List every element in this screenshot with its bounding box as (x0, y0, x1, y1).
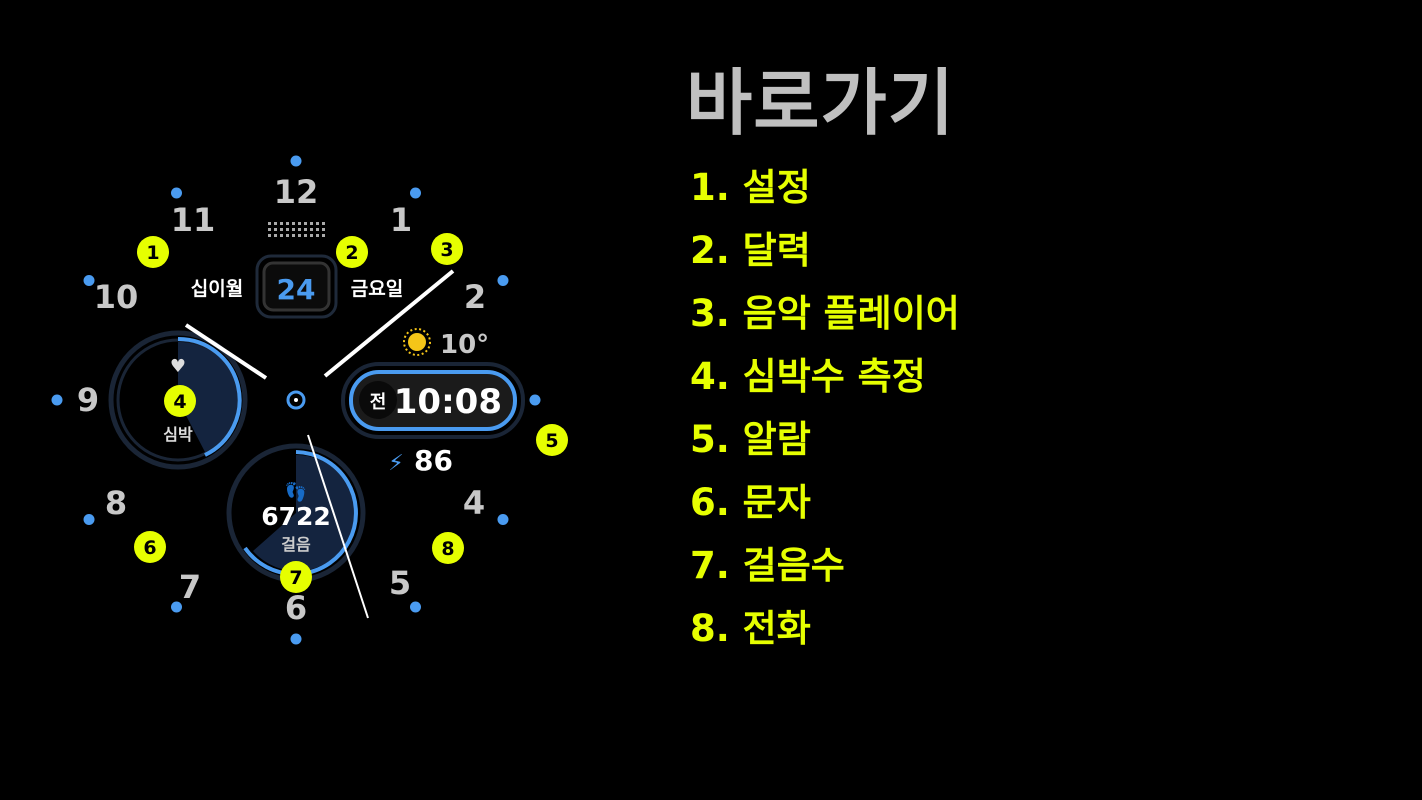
alarm-complication[interactable]: 전 10:08 (341, 362, 525, 439)
shortcut-item: 3. 음악 플레이어 (690, 292, 960, 335)
heart-icon: ♥ (170, 356, 186, 377)
hour-dot (83, 514, 95, 525)
shortcut-marker-2[interactable]: 2 (336, 236, 368, 268)
hour-dot (410, 187, 421, 199)
hour-dot (290, 633, 302, 645)
shortcut-item: 7. 걸음수 (690, 544, 845, 587)
shortcut-item: 6. 문자 (690, 481, 811, 524)
shortcut-marker-1[interactable]: 1 (137, 236, 169, 268)
hour-numeral: 4 (463, 484, 485, 522)
hour-dots (51, 155, 541, 645)
shortcut-marker-5[interactable]: 5 (536, 424, 568, 456)
calendar-complication[interactable]: 24 (255, 254, 338, 319)
heart-rate-complication[interactable]: ♥ 심박 (108, 330, 248, 470)
lightning-icon: ⚡ (388, 451, 403, 476)
battery-value: 86 (414, 444, 453, 477)
shortcut-marker-6[interactable]: 6 (134, 531, 166, 563)
hour-numeral: 2 (464, 278, 486, 316)
alarm-ampm: 전 (370, 392, 387, 413)
hour-numeral: 10 (94, 278, 139, 316)
hour-numeral: 8 (105, 484, 127, 522)
hour-numeral: 6 (285, 589, 307, 627)
shortcut-marker-4[interactable]: 4 (164, 385, 196, 417)
hour-dot (83, 275, 95, 286)
hour-dot (51, 394, 63, 406)
shortcut-marker-8[interactable]: 8 (432, 532, 464, 564)
shortcut-item: 2. 달력 (690, 229, 811, 272)
weekday-label: 금요일 (351, 278, 403, 300)
shortcut-item: 8. 전화 (690, 607, 811, 650)
hour-numeral: 11 (171, 201, 216, 239)
svg-text:8: 8 (441, 538, 454, 560)
shortcut-item: 5. 알람 (690, 418, 811, 461)
svg-text:6: 6 (143, 537, 156, 559)
second-hand (307, 434, 369, 619)
shortcut-marker-3[interactable]: 3 (431, 233, 463, 265)
svg-text:3: 3 (440, 239, 453, 261)
hour-numeral: 12 (274, 173, 319, 211)
hour-dot (497, 514, 509, 525)
heart-label: 심박 (163, 425, 193, 444)
hour-numeral: 9 (77, 381, 99, 419)
minute-hand (323, 269, 455, 378)
steps-value: 6722 (261, 502, 331, 531)
svg-text:7: 7 (289, 567, 302, 589)
dot-pattern (268, 222, 325, 237)
hour-numeral: 1 (390, 201, 412, 239)
svg-text:5: 5 (545, 430, 558, 452)
footsteps-icon: 👣 (285, 481, 307, 503)
sun-icon (403, 328, 431, 356)
shortcut-item: 4. 심박수 측정 (690, 355, 926, 398)
weather-temp[interactable]: 10° (440, 330, 489, 360)
hour-dot (171, 601, 182, 613)
svg-text:4: 4 (173, 391, 186, 413)
steps-complication[interactable]: 👣 6722 걸음 (226, 443, 366, 583)
shortcut-list: 1. 설정 2. 달력 3. 음악 플레이어 4. 심박수 측정 5. 알람 6… (690, 163, 960, 667)
hour-hand (184, 323, 268, 380)
svg-text:1: 1 (146, 242, 159, 264)
steps-label: 걸음 (281, 535, 311, 554)
svg-text:2: 2 (345, 242, 358, 264)
shortcut-marker-7[interactable]: 7 (280, 561, 312, 593)
hour-numeral: 5 (389, 564, 411, 602)
hour-dot (529, 394, 541, 406)
hour-dot (171, 187, 182, 199)
hour-dot (410, 601, 421, 613)
shortcut-item: 1. 설정 (690, 166, 811, 209)
hour-dot (497, 275, 509, 286)
month-label: 십이월 (191, 278, 243, 300)
hour-dot (290, 155, 302, 167)
hour-numeral: 7 (179, 568, 201, 606)
page-title: 바로가기 (686, 61, 955, 145)
day-number: 24 (277, 273, 316, 306)
alarm-time: 10:08 (394, 382, 502, 422)
center-pivot (286, 390, 306, 410)
